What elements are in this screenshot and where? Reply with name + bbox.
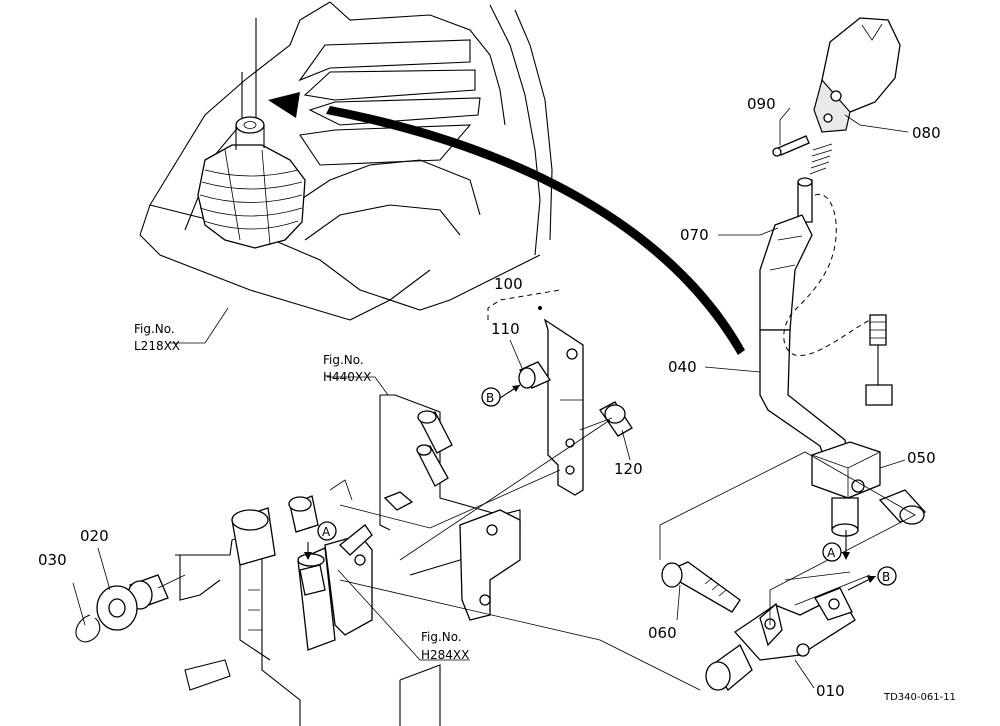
figure-references: Fig.No. L218XX Fig.No. H440XX Fig.No. H2… <box>134 322 469 662</box>
fig-ref-l218-number: L218XX <box>134 339 180 353</box>
label-040: 040 <box>668 358 697 376</box>
fig-ref-h440-number: H440XX <box>323 370 371 384</box>
location-arrow <box>268 92 745 355</box>
drawing-code: TD340-061-11 <box>883 692 956 703</box>
label-120: 120 <box>614 460 643 478</box>
label-110: 110 <box>491 320 520 338</box>
marker-b-right: B <box>882 570 890 584</box>
label-100: 100 <box>494 275 523 293</box>
leader-lines <box>72 107 909 689</box>
marker-b-left: B <box>486 391 494 405</box>
bracket-plate-assembly <box>487 289 633 496</box>
label-050: 050 <box>907 449 936 467</box>
label-010: 010 <box>816 682 845 700</box>
fig-ref-l218-title: Fig.No. <box>134 322 175 336</box>
label-070: 070 <box>680 226 709 244</box>
marker-a-left: A <box>322 525 331 539</box>
fig-ref-h284-title: Fig.No. <box>421 630 462 644</box>
fig-ref-h284-number: H284XX <box>421 648 469 662</box>
lower-frame-assembly <box>75 376 611 726</box>
console-boot-inset <box>139 1 553 344</box>
marker-a-right: A <box>827 546 836 560</box>
label-060: 060 <box>648 624 677 642</box>
label-020: 020 <box>80 527 109 545</box>
label-090: 090 <box>747 95 776 113</box>
part-labels: 090 080 070 040 050 060 010 100 110 120 … <box>38 95 941 700</box>
label-080: 080 <box>912 124 941 142</box>
fig-ref-h440-title: Fig.No. <box>323 353 364 367</box>
label-030: 030 <box>38 551 67 569</box>
shift-lever-assembly <box>599 17 927 691</box>
marker-circles: B A A B <box>317 387 897 586</box>
reference-arrows <box>842 530 876 591</box>
